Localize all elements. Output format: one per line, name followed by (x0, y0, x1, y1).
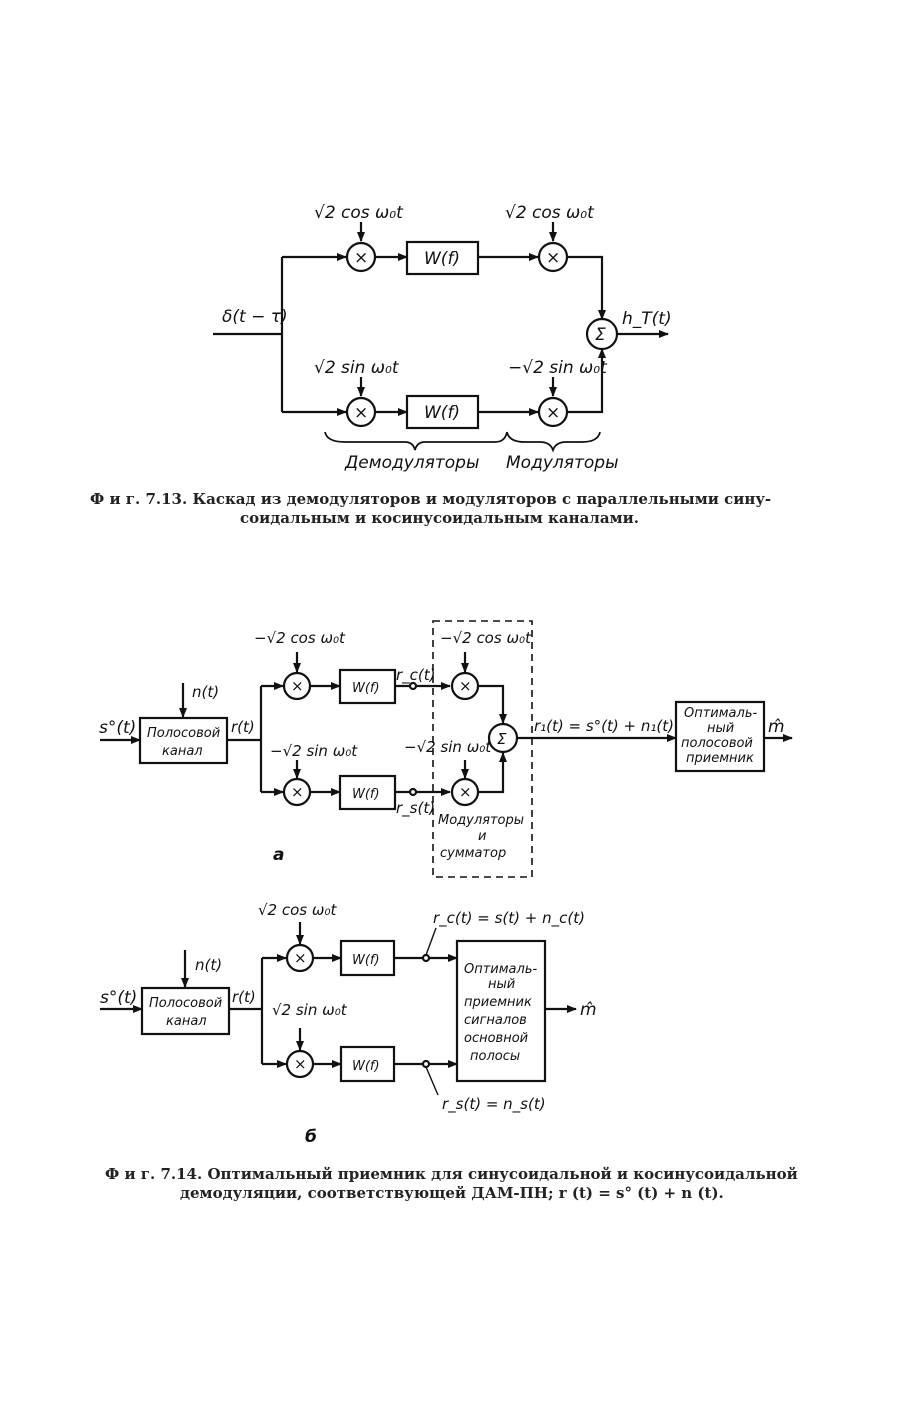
fig713-sum-sym: Σ (595, 325, 606, 345)
fig714a-sum-sym: Σ (497, 730, 507, 748)
fig714-caption: Ф и г. 7.14. Оптимальный приемник для си… (105, 1165, 825, 1203)
fig714b-receiver-line6: полосы (470, 1049, 520, 1064)
fig714b-tap-bot (421, 1059, 431, 1069)
fig713-labels: δ(t − τ) h_T(t) √2 cos ω₀t √2 cos ω₀t √2… (222, 203, 672, 473)
fig714a-ref-bot-right: −√2 sin ω₀t (404, 738, 492, 756)
fig714b-receiver-line3: приемник (464, 995, 532, 1010)
fig713-caption-line1: Каскад из демодуляторов и модуляторов с … (192, 490, 772, 508)
fig714a-filter-bot-label: W(f) (352, 787, 380, 802)
fig713-ref-bot-right: −√2 sin ω₀t (508, 358, 608, 378)
fig714b-rc-eq: r_c(t) = s(t) + n_c(t) (433, 909, 585, 928)
fig714a-m-hat: m̂ (768, 717, 785, 737)
fig713-mult-sym-4: × (546, 403, 560, 423)
fig713-caption-num: 7.13. (145, 490, 188, 508)
fig714b-ref-bot: √2 sin ω₀t (272, 1001, 348, 1019)
fig714b-noise-label: n(t) (195, 956, 222, 974)
fig713-caption-lead: Ф и г. (90, 490, 141, 508)
fig713-caption-line2: соидальным и косинусоидальным каналами. (240, 509, 639, 527)
fig714a-receiver-box (674, 700, 766, 773)
fig714a-tap-top (408, 681, 418, 691)
fig713-wire-f (567, 348, 606, 414)
fig714b-rs-leader (425, 1066, 439, 1096)
fig714a-mult-sym-3: × (459, 677, 472, 695)
fig714b-receiver-box (455, 939, 547, 1083)
fig714a-ref-top-left: −√2 cos ω₀t (254, 629, 346, 647)
fig713-filter-top-label: W(f) (424, 249, 460, 269)
fig714b-rc-leader (425, 927, 437, 956)
fig714a-receiver-line1: Оптималь- (684, 706, 757, 721)
fig714a-dashed-box (432, 620, 533, 878)
fig714a-panel-label: а (273, 845, 284, 865)
fig714a-tap-bot (408, 787, 418, 797)
fig714b-tap-top (421, 953, 431, 963)
fig714b-input-label: s°(t) (100, 988, 137, 1008)
fig713-filter-bot-label: W(f) (424, 403, 460, 423)
fig713-ref-top-left: √2 cos ω₀t (314, 203, 404, 223)
fig714b-channel-line2: канал (166, 1014, 207, 1029)
fig713-mult-sym-3: × (546, 248, 560, 268)
fig713-mult-sym-1: × (354, 248, 368, 268)
fig714-caption-line2: демодуляции, соответствующей ДАМ-ПН; r (… (180, 1184, 724, 1202)
fig714b-r-label: r(t) (232, 988, 256, 1006)
fig714b-receiver-line1: Оптималь- (464, 962, 537, 977)
fig714a-rc-label: r_c(t) (396, 666, 436, 685)
fig713-caption: Ф и г. 7.13. Каскад из демодуляторов и м… (90, 490, 810, 528)
fig714a-r-label: r(t) (231, 718, 255, 736)
fig713-diagram (213, 222, 669, 453)
fig714b-labels: s°(t) n(t) Полосовой канал r(t) √2 cos ω… (100, 901, 597, 1147)
fig714b-receiver-line4: сигналов (464, 1013, 527, 1028)
fig714a-input-label: s°(t) (99, 718, 136, 738)
fig714b-diagram (100, 922, 577, 1096)
fig713-brace-demod-label: Демодуляторы (344, 453, 479, 473)
fig714a-ref-top-right: −√2 cos ω₀t (440, 629, 532, 647)
fig713-brace-mod (506, 431, 601, 453)
fig714b-mult-sym-2: × (294, 1055, 307, 1073)
fig714a-mult-sym-2: × (291, 783, 304, 801)
fig714-caption-num: 7.14. (160, 1165, 203, 1183)
fig713-ref-bot-left: √2 sin ω₀t (314, 358, 400, 378)
fig714a-receiver-line2: ный (707, 721, 734, 736)
fig714a-labels: s°(t) n(t) Полосовой канал r(t) −√2 cos … (99, 629, 785, 865)
fig714b-filter-top-label: W(f) (352, 953, 380, 968)
fig714a-dash-line2: и (478, 829, 486, 844)
fig714a-mult-sym-1: × (291, 677, 304, 695)
fig714a-ref-bot-left: −√2 sin ω₀t (270, 742, 358, 760)
fig713-brace-mod-label: Модуляторы (506, 453, 619, 473)
fig713-output-label: h_T(t) (622, 309, 672, 329)
fig714a-dash-line1: Модуляторы (438, 813, 524, 828)
fig714a-receiver-line4: приемник (686, 751, 754, 766)
fig714a-mult-sym-4: × (459, 783, 472, 801)
fig714a-filter-top-label: W(f) (352, 681, 380, 696)
fig713-input-label: δ(t − τ) (222, 307, 288, 327)
fig714a-wire-n (478, 752, 507, 794)
fig714b-filter-bot-label: W(f) (352, 1059, 380, 1074)
fig714-caption-lead: Ф и г. (105, 1165, 156, 1183)
fig713-ref-top-right: √2 cos ω₀t (505, 203, 595, 223)
fig714b-mult-sym-1: × (294, 949, 307, 967)
fig713-wire-e (567, 255, 606, 320)
fig714b-panel-label: б (305, 1127, 317, 1147)
fig714a-receiver-line3: полосовой (681, 736, 753, 751)
fig714-caption-line1: Оптимальный приемник для синусоидальной … (207, 1165, 798, 1183)
fig714b-m-hat: m̂ (580, 1000, 597, 1020)
fig714b-ref-top: √2 cos ω₀t (258, 901, 337, 919)
fig714a-rs-label: r_s(t) (396, 799, 435, 818)
fig714a-noise-label: n(t) (192, 683, 219, 701)
fig713-mult-sym-2: × (354, 403, 368, 423)
fig714a-output-eq: r₁(t) = s°(t) + n₁(t) (534, 717, 674, 735)
fig714b-receiver-line2: ный (488, 977, 515, 992)
fig714b-channel-box (140, 986, 231, 1036)
fig714a-dash-line3: сумматор (440, 846, 506, 861)
fig713-brace-demod (324, 431, 508, 451)
fig714b-channel-line1: Полосовой (149, 996, 222, 1011)
fig714b-rs-eq: r_s(t) = n_s(t) (442, 1095, 546, 1114)
fig714a-channel-line2: канал (162, 744, 203, 759)
fig714b-receiver-line5: основной (464, 1031, 528, 1046)
fig714a-diagram (100, 620, 793, 878)
fig714a-channel-line1: Полосовой (147, 726, 220, 741)
fig714a-wire-m (478, 684, 507, 724)
